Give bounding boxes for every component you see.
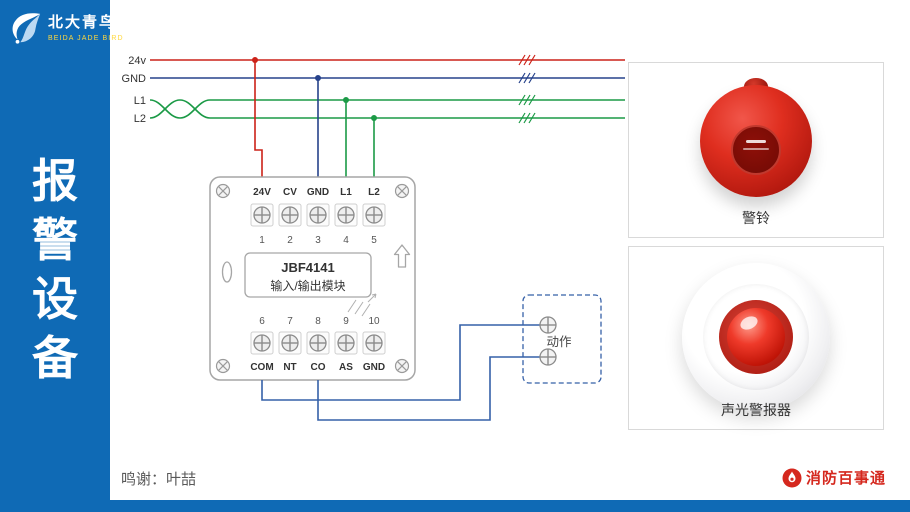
- module-marking: [347, 293, 377, 317]
- terminal-number: 8: [315, 316, 321, 327]
- product-label-bell: 警铃: [742, 210, 770, 226]
- terminal-screw-icon: [334, 331, 358, 355]
- vertical-title-char: 报: [32, 155, 78, 207]
- terminal-number: 9: [343, 316, 349, 327]
- module-bottom-terminal-screws: [250, 331, 386, 355]
- footer-brand: 消防百事通: [782, 467, 886, 488]
- corner-screw-icon: [215, 183, 231, 199]
- terminal-number: 6: [259, 316, 265, 327]
- corner-screw-icon: [215, 358, 231, 374]
- terminal-number: 1: [259, 235, 265, 246]
- product-card-strobe: 声光警报器: [628, 246, 884, 430]
- terminal-screw-icon: [362, 331, 386, 355]
- module-slot: [221, 261, 233, 283]
- wiring-diagram: 24v GND L1 L2: [122, 54, 625, 421]
- bus-line-l2-twisted: [149, 99, 625, 119]
- terminal-label: L1: [340, 187, 352, 198]
- up-arrow-icon: [393, 244, 411, 268]
- terminal-label: GND: [363, 362, 385, 373]
- module-top-terminal-labels: 24V CV GND L1 L2: [253, 187, 380, 198]
- brand-logo-text: 北大青鸟 BEIDA JADE BIRD: [48, 11, 124, 42]
- strobe-siren-image: [682, 263, 830, 411]
- module-bottom-terminal-labels: COM NT CO AS GND: [250, 362, 385, 373]
- bus-label-l2: L2: [134, 113, 146, 125]
- terminal-label: COM: [250, 362, 273, 373]
- siren-lens: [727, 308, 785, 366]
- action-terminal-screw-icon: [539, 348, 557, 366]
- bus-line-l1-twisted: [149, 99, 625, 119]
- terminal-label: 24V: [253, 187, 271, 198]
- product-card-bell: 警铃: [628, 62, 884, 238]
- junction-dots: [252, 57, 377, 121]
- terminal-label: CO: [311, 362, 326, 373]
- siren-lens-highlight: [738, 313, 760, 333]
- product-label-strobe: 声光警报器: [721, 402, 791, 418]
- vertical-title-char: 警: [32, 214, 78, 266]
- terminal-screw-icon: [334, 203, 358, 227]
- bird-logo-icon: [12, 13, 41, 44]
- action-box-label: 动作: [546, 335, 572, 349]
- module-top-terminal-numbers: 1 2 3 4 5: [259, 235, 377, 246]
- bus-label-gnd: GND: [122, 73, 147, 85]
- corner-screw-icon: [394, 358, 410, 374]
- wire-break-marks: [518, 54, 536, 124]
- terminal-screw-icon: [250, 203, 274, 227]
- bus-label-l1: L1: [134, 95, 146, 107]
- fire-bell-image: [700, 78, 812, 197]
- brand-name-en: BEIDA JADE BIRD: [48, 35, 124, 42]
- terminal-number: 2: [287, 235, 293, 246]
- terminal-label: NT: [283, 362, 296, 373]
- module-nameplate: [244, 252, 372, 298]
- flame-icon: [782, 468, 802, 487]
- vertical-title-char: 备: [32, 332, 78, 384]
- sidebar: 北大青鸟 BEIDA JADE BIRD 报 警 设 备: [0, 0, 123, 512]
- module-top-terminal-screws: [250, 203, 386, 227]
- terminal-label: GND: [307, 187, 329, 198]
- bell-center-label: [731, 124, 781, 175]
- terminal-screw-icon: [306, 331, 330, 355]
- brand-logo: 北大青鸟 BEIDA JADE BIRD: [9, 11, 124, 47]
- bottom-bar: [0, 500, 910, 512]
- terminal-screw-icon: [306, 203, 330, 227]
- terminal-label: AS: [339, 362, 353, 373]
- terminal-number: 3: [315, 235, 321, 246]
- bus-labels: 24v GND L1 L2: [122, 55, 147, 125]
- terminal-label: L2: [368, 187, 380, 198]
- brand-name-cn: 北大青鸟: [48, 14, 117, 31]
- action-terminal-screw-icon: [539, 316, 557, 334]
- action-device-box: [522, 294, 602, 384]
- credits-text: 鸣谢：叶喆: [121, 471, 197, 488]
- output-wires: [261, 324, 540, 421]
- terminal-screw-icon: [250, 331, 274, 355]
- terminal-number: 10: [368, 316, 380, 327]
- vertical-title-char: 设: [32, 273, 78, 325]
- module-name: 输入/输出模块: [270, 278, 345, 293]
- corner-screw-icon: [394, 183, 410, 199]
- terminal-screw-icon: [362, 203, 386, 227]
- bus-lines: [149, 59, 625, 119]
- terminal-number: 4: [343, 235, 349, 246]
- vertical-page-title: 报 警 设 备: [0, 152, 110, 388]
- wire-co-to-action: [317, 356, 540, 421]
- terminal-screw-icon: [278, 331, 302, 355]
- module-model: JBF4141: [281, 260, 334, 275]
- terminal-number: 5: [371, 235, 377, 246]
- drop-wires: [254, 60, 375, 178]
- terminal-label: CV: [283, 187, 297, 198]
- drop-wire-24v: [254, 60, 263, 178]
- wire-com-to-action: [261, 324, 540, 401]
- module-bottom-terminal-numbers: 6 7 8 9 10: [259, 316, 380, 327]
- footer-brand-name: 消防百事通: [805, 470, 886, 487]
- terminal-screw-icon: [278, 203, 302, 227]
- bus-label-24v: 24v: [128, 55, 146, 67]
- terminal-number: 7: [287, 316, 293, 327]
